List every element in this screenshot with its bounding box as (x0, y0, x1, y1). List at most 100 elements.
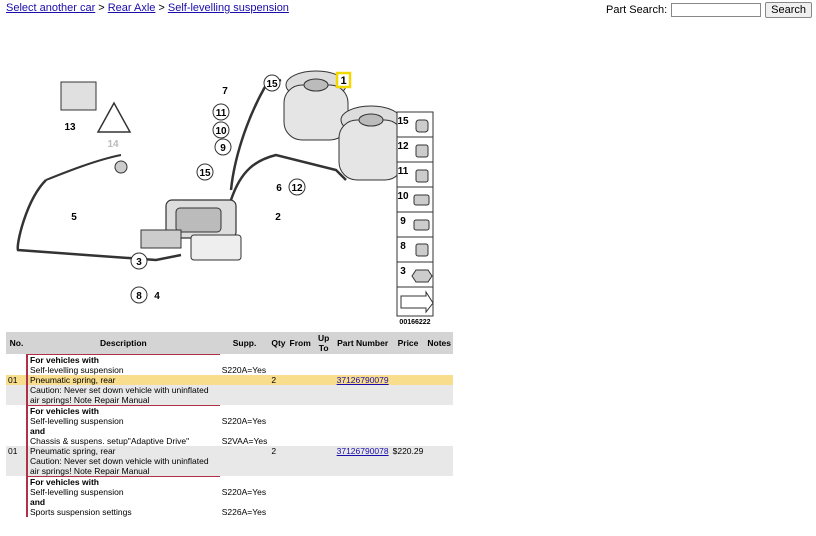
header-no: No. (6, 332, 27, 354)
cell-no (6, 354, 27, 375)
cell-price (390, 354, 426, 375)
cell-up-to (312, 405, 335, 426)
callout-1[interactable]: 1 (340, 75, 346, 87)
callout-2[interactable]: 2 (275, 212, 281, 223)
cell-supp: S226A=Yes (219, 496, 270, 517)
cell-qty (269, 496, 288, 517)
legend-8[interactable]: 8 (400, 241, 406, 252)
legend-11[interactable]: 11 (398, 166, 409, 177)
callout-14[interactable]: 14 (107, 139, 119, 150)
cell-up-to (312, 496, 335, 517)
callout-3[interactable]: 3 (136, 257, 142, 268)
part-search-input[interactable] (671, 3, 762, 17)
part-number-link[interactable]: 37126790078 (336, 445, 389, 456)
cell-description: Pneumatic spring, rear (26, 445, 220, 456)
legend-3[interactable]: 3 (400, 266, 406, 277)
breadcrumb-separator: > (158, 2, 165, 14)
breadcrumb-separator: > (98, 2, 105, 14)
cell-from (287, 455, 313, 476)
callout-4[interactable]: 4 (154, 291, 160, 302)
cell-from (287, 374, 313, 385)
cell-qty (269, 354, 288, 375)
cell-qty (269, 425, 288, 446)
header-notes: Notes (425, 332, 453, 354)
callout-8[interactable]: 8 (136, 291, 142, 302)
cell-part-number (334, 405, 391, 426)
cell-qty (269, 455, 288, 476)
part-search-label: Part Search: (606, 4, 668, 16)
callout-15[interactable]: 15 (266, 79, 278, 90)
callout-10[interactable]: 10 (215, 126, 227, 137)
cell-supp: S220A=Yes (219, 354, 270, 375)
description-qualifier: and (30, 496, 46, 507)
cell-part-number (334, 354, 391, 375)
description-text: Caution: Never set down vehicle with uni… (30, 384, 209, 405)
cell-up-to (312, 384, 335, 405)
description-qualifier: For vehicles with (30, 476, 99, 487)
cell-part-number (334, 425, 391, 446)
legend-10[interactable]: 10 (397, 191, 409, 202)
cell-from (287, 384, 313, 405)
cell-price (390, 455, 426, 476)
cell-no (6, 405, 27, 426)
cell-supp (219, 374, 270, 385)
callout-9[interactable]: 9 (220, 143, 226, 154)
legend-12[interactable]: 12 (397, 141, 409, 152)
table-header-row: No. Description Supp. Qty From Up To Par… (6, 332, 453, 354)
cell-supp: S220A=Yes (219, 405, 270, 426)
description-text: Self-levelling suspension (30, 415, 124, 426)
cell-no (6, 425, 27, 446)
description-text: Self-levelling suspension (30, 364, 124, 375)
cell-part-number: 37126790079 (334, 374, 391, 385)
header-from: From (287, 332, 313, 354)
description-qualifier: For vehicles with (30, 405, 99, 416)
parts-table: No. Description Supp. Qty From Up To Par… (6, 332, 453, 517)
header-qty: Qty (269, 332, 288, 354)
breadcrumb: Select another car>Rear Axle>Self-levell… (6, 2, 289, 14)
cell-price (390, 476, 426, 497)
callout-6[interactable]: 6 (276, 183, 282, 194)
cell-up-to (312, 445, 335, 456)
cell-description: Pneumatic spring, rear (26, 374, 220, 385)
cell-up-to (312, 374, 335, 385)
cell-price (390, 384, 426, 405)
cell-description: Caution: Never set down vehicle with uni… (26, 384, 220, 405)
search-button[interactable]: Search (765, 2, 812, 18)
callout-5[interactable]: 5 (71, 212, 77, 223)
callout-13[interactable]: 13 (64, 122, 76, 133)
cell-supp (219, 445, 270, 456)
cell-no (6, 476, 27, 497)
cell-qty: 2 (269, 374, 288, 385)
cell-from (287, 476, 313, 497)
breadcrumb-select-car[interactable]: Select another car (6, 2, 96, 14)
cell-from (287, 445, 313, 456)
part-number-link[interactable]: 37126790079 (336, 374, 389, 385)
description-text: Pneumatic spring, rear (30, 445, 116, 456)
breadcrumb-rear-axle[interactable]: Rear Axle (107, 2, 156, 14)
cell-from (287, 405, 313, 426)
callout-15[interactable]: 15 (199, 168, 211, 179)
callout-11[interactable]: 11 (216, 108, 227, 119)
cell-notes (425, 405, 453, 426)
header-up-to: Up To (312, 332, 335, 354)
legend-15[interactable]: 15 (397, 116, 409, 127)
cell-part-number (334, 476, 391, 497)
cell-price (390, 405, 426, 426)
cell-notes (425, 445, 453, 456)
legend-9[interactable]: 9 (400, 216, 406, 227)
image-number: 00166222 (399, 319, 430, 326)
parts-diagram: 1 15 7 11 10 9 15 6 12 2 3 8 4 5 13 14 1… (16, 70, 434, 326)
callout-7[interactable]: 7 (222, 86, 228, 97)
breadcrumb-self-levelling[interactable]: Self-levelling suspension (167, 2, 289, 14)
cell-price (390, 425, 426, 446)
cell-supp: S2VAA=Yes (219, 425, 270, 446)
callout-12[interactable]: 12 (291, 183, 303, 194)
cell-price (390, 496, 426, 517)
